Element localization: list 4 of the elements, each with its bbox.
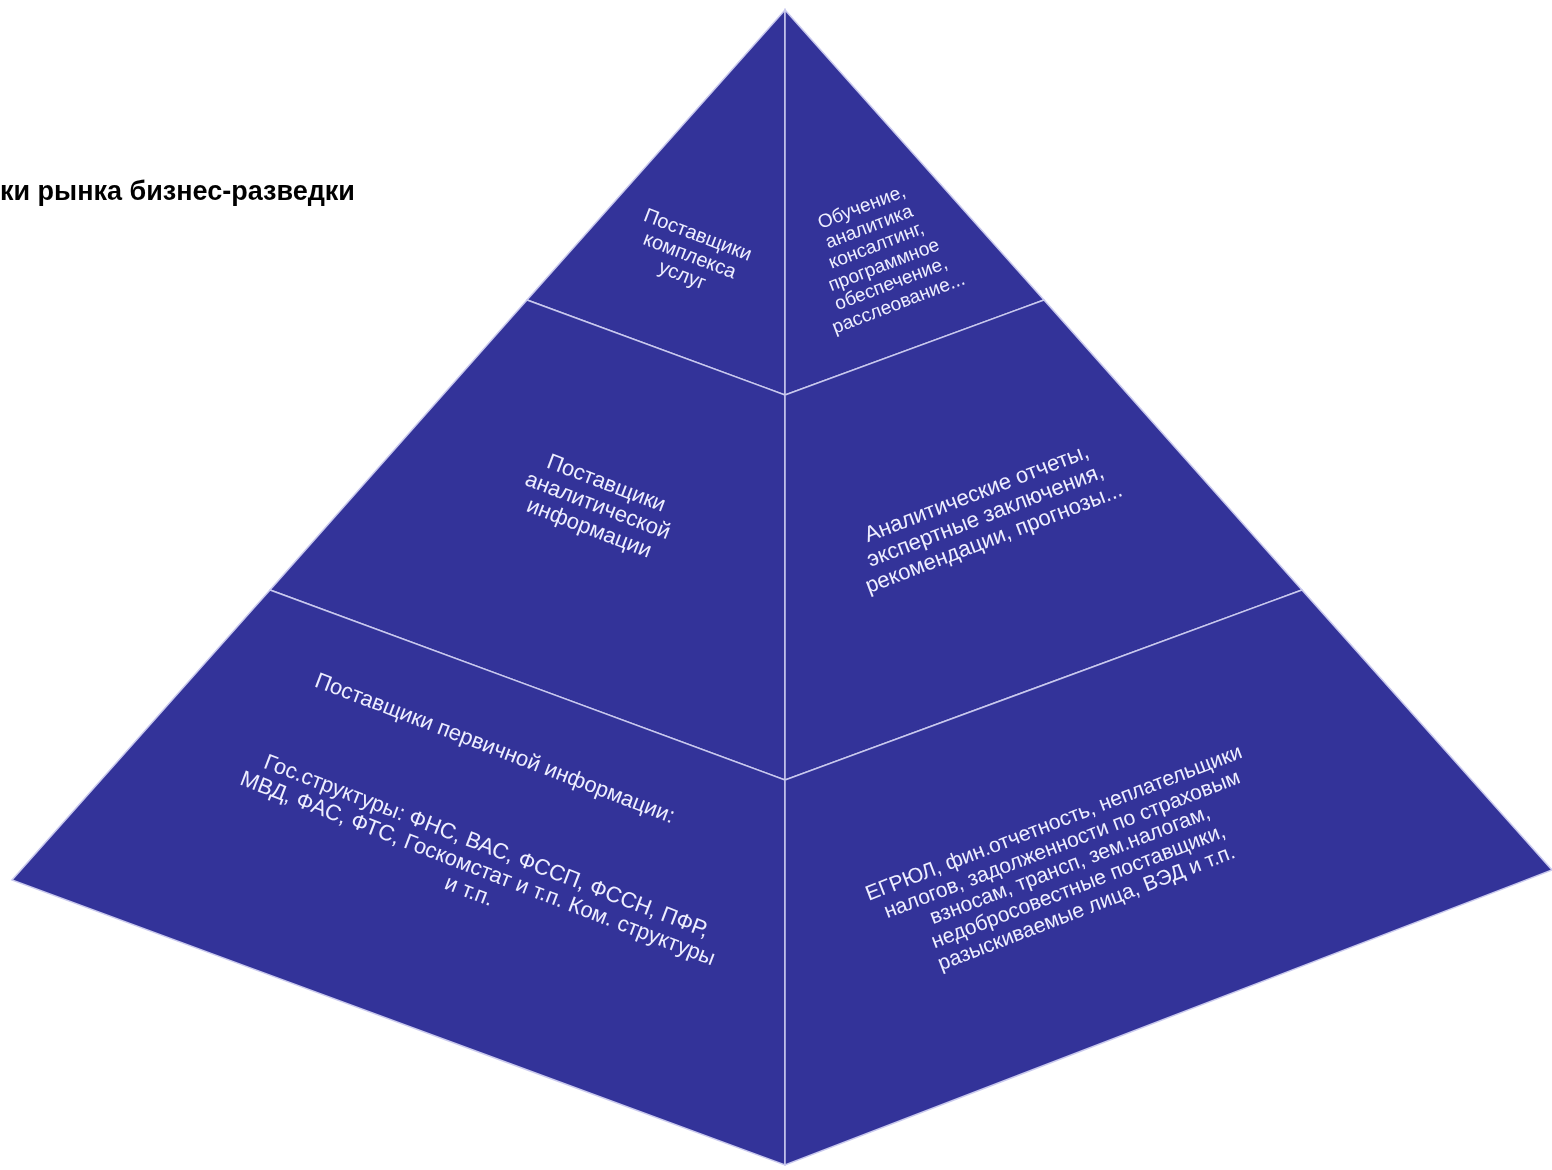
title: ки рынка бизнес-разведки bbox=[0, 176, 355, 207]
pyramid-face bbox=[12, 590, 785, 1165]
pyramid-face bbox=[527, 10, 785, 395]
pyramid-face bbox=[785, 10, 1044, 395]
